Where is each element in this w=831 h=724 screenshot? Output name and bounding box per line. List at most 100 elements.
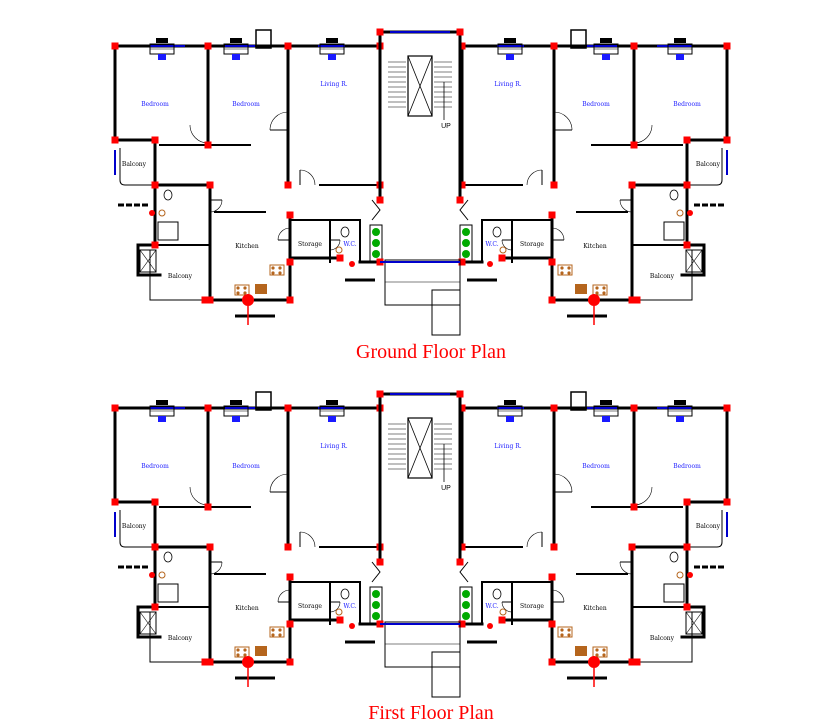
room-label: Living R. [320,443,347,450]
riser [242,294,254,306]
shaft [685,611,703,635]
wall-unit-top [674,400,686,405]
column [683,498,691,506]
shower-tray [157,583,179,603]
riser [588,656,600,668]
planter-box [459,586,473,624]
burner [278,628,282,632]
burner [602,291,606,295]
shaft-cross [685,249,703,273]
column [151,498,159,506]
column [456,196,464,204]
stair-well-cross [407,55,433,117]
wc-bowl [669,189,679,201]
planter-shrub [462,601,470,609]
door-swing [189,486,209,506]
column [633,658,641,666]
column [204,141,212,149]
planter-box [459,224,473,262]
column [683,241,691,249]
column [284,543,292,551]
door-swing [277,227,291,241]
room-label: Bedroom [141,463,169,470]
burner [243,291,247,295]
stove [269,264,285,276]
planter-shrub [462,250,470,258]
stove [592,646,608,658]
door-swing [209,561,223,575]
room-label: Balcony [696,161,721,168]
wc-bowl [492,588,502,600]
column [376,390,384,398]
shower-tray [663,221,685,241]
room-label: Storage [298,241,322,248]
valve [487,623,493,629]
shower-tray [663,583,685,603]
wc-bowl [340,226,350,238]
column [723,136,731,144]
column [111,404,119,412]
column [550,404,558,412]
room-label: Storage [520,241,544,248]
door-swing [329,601,341,613]
up-label: UP [441,485,451,492]
valve [149,572,155,578]
room-label: Bedroom [582,463,610,470]
burner [560,633,564,637]
wall-unit-base [602,54,610,60]
wall-unit-top [230,38,242,43]
room-label: Balcony [696,523,721,530]
column [206,296,214,304]
burner [602,653,606,657]
door-swing [526,169,543,186]
burner [602,286,606,290]
planter-shrub [372,601,380,609]
column [628,658,636,666]
column [456,558,464,566]
column [151,543,159,551]
column [630,141,638,149]
column [204,404,212,412]
column [683,181,691,189]
lobby-step [459,561,469,583]
column [336,254,344,262]
wall-unit-base [676,54,684,60]
planter-shrub [462,590,470,598]
entry-steps [384,621,461,668]
column [151,136,159,144]
column [550,543,558,551]
column [630,404,638,412]
column [683,543,691,551]
basin [158,209,166,217]
column [111,136,119,144]
sink [575,284,587,294]
wall-unit-top [600,38,612,43]
valve [349,623,355,629]
room-label: Storage [520,603,544,610]
duct [570,29,587,49]
shaft [685,249,703,273]
balcony-rail [690,510,723,548]
door-swing [209,199,223,213]
column [376,196,384,204]
room-label: Bedroom [673,101,701,108]
column [151,603,159,611]
wall-unit-base [232,54,240,60]
column [630,42,638,50]
riser [242,656,254,668]
room-label: Kitchen [235,605,259,612]
wall-unit-base [232,416,240,422]
column [286,658,294,666]
door-swing [633,486,653,506]
burner [278,271,282,275]
column [458,543,466,551]
column [376,28,384,36]
valve [487,261,493,267]
burner [567,633,571,637]
stove [234,284,250,296]
wall-unit-top [674,38,686,43]
planter-shrub [372,239,380,247]
